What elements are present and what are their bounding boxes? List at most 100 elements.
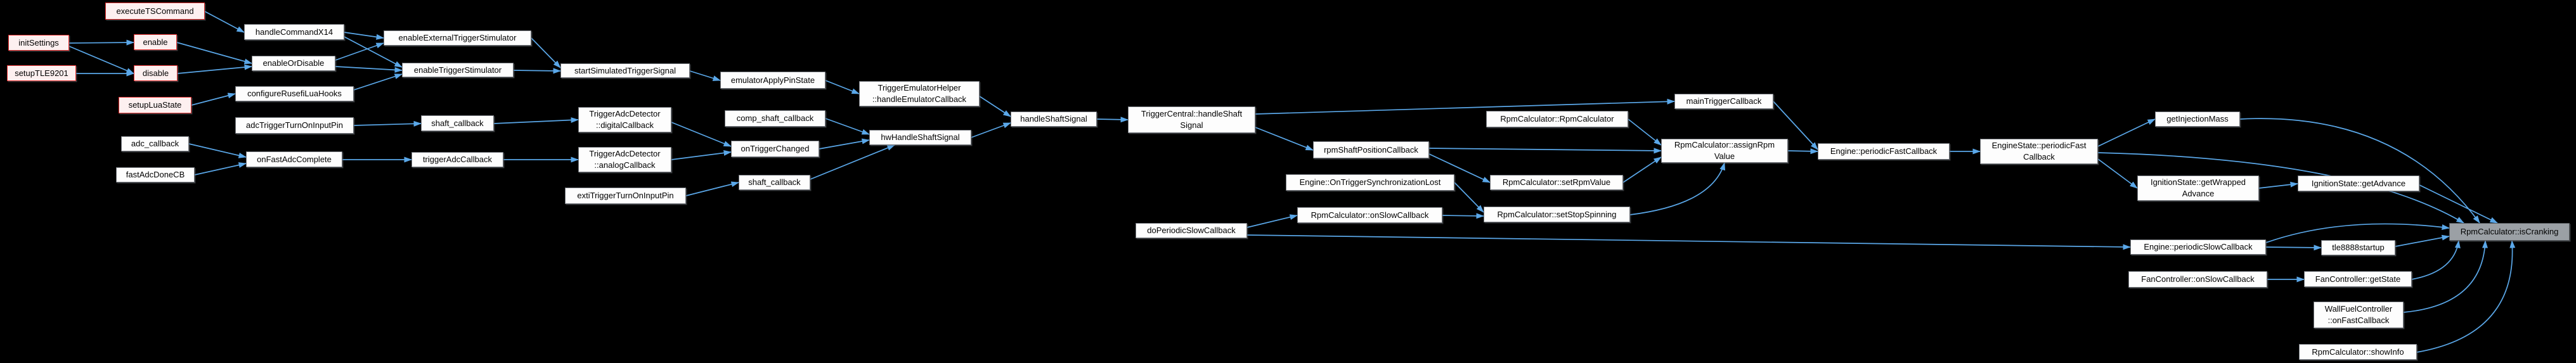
- node-startSimulatedTriggerSignal[interactable]: startSimulatedTriggerSignal: [560, 63, 690, 78]
- edge-fastAdcDoneCB-to-onFastAdcComplete: [194, 162, 247, 175]
- edge-enableExternalTriggerStimulator-to-startSimulatedTriggerSignal: [531, 37, 561, 68]
- node-enableTriggerStimulator[interactable]: enableTriggerStimulator: [402, 63, 514, 77]
- edge-WallFuelController_onFastCallback-to-RpmCalculator_isCranking: [2403, 240, 2488, 313]
- node-adc_callback[interactable]: adc_callback: [121, 136, 189, 151]
- edge-RpmCalculator_setRpmValue-to-RpmCalculator_assignRpmValue: [1622, 156, 1662, 183]
- node-enableExternalTriggerStimulator[interactable]: enableExternalTriggerStimulator: [384, 30, 531, 46]
- edge-FanController_getState-to-RpmCalculator_isCranking: [2411, 240, 2461, 280]
- node-RpmCalculator_onSlowCallback[interactable]: RpmCalculator::onSlowCallback: [1297, 207, 1442, 223]
- edge-adcTriggerTurnOnInputPin-to-shaft_callback_1: [353, 120, 422, 127]
- edge-mainTriggerCallback-to-Engine_periodicFastCallback: [1773, 101, 1818, 150]
- edge-handleCommandX14-to-enableExternalTriggerStimulator: [344, 32, 384, 40]
- edge-enable-to-enableOrDisable: [176, 42, 252, 65]
- edge-tle8888startup-to-RpmCalculator_isCranking: [2395, 234, 2450, 247]
- node-triggerAdcCallback[interactable]: triggerAdcCallback: [411, 152, 503, 167]
- node-RpmCalculator_showInfo[interactable]: RpmCalculator::showInfo: [2299, 344, 2417, 360]
- edge-hwHandleShaftSignal-to-handleShaftSignal: [971, 122, 1011, 138]
- node-IgnitionState_getAdvance[interactable]: IgnitionState::getAdvance: [2298, 175, 2419, 191]
- edge-EngineState_periodicFastCallback-to-getInjectionMass: [2097, 118, 2156, 147]
- node-emulatorApplyPinState[interactable]: emulatorApplyPinState: [720, 72, 825, 89]
- node-RpmCalculator_setStopSpinning[interactable]: RpmCalculator::setStopSpinning: [1484, 207, 1630, 222]
- edge-emulatorApplyPinState-to-TriggerEmulatorHelper_handleEmulatorCallback: [825, 80, 860, 94]
- edge-setupLuaState-to-configureRusefiLuaHooks: [191, 92, 236, 106]
- node-WallFuelController_onFastCallback[interactable]: WallFuelController ::onFastCallback: [2314, 302, 2404, 328]
- node-fastAdcDoneCB[interactable]: fastAdcDoneCB: [116, 167, 195, 182]
- node-disable[interactable]: disable: [134, 65, 178, 81]
- node-comp_shaft_callback[interactable]: comp_shaft_callback: [725, 110, 825, 127]
- node-TriggerEmulatorHelper_handleEmulatorCallback[interactable]: TriggerEmulatorHelper ::handleEmulatorCa…: [859, 81, 980, 106]
- node-setupTLE9201[interactable]: setupTLE9201: [7, 65, 76, 81]
- node-extiTriggerTurnOnInputPin[interactable]: extiTriggerTurnOnInputPin: [565, 188, 686, 204]
- edge-enableOrDisable-to-enableTriggerStimulator: [335, 66, 403, 73]
- edge-extiTriggerTurnOnInputPin-to-shaft_callback_2: [685, 181, 739, 196]
- edge-configureRusefiLuaHooks-to-enableTriggerStimulator: [353, 73, 403, 91]
- node-RpmCalculator_assignRpmValue[interactable]: RpmCalculator::assignRpm Value: [1661, 139, 1788, 163]
- edge-Engine_periodicSlowCallback-to-RpmCalculator_isCranking: [2265, 223, 2450, 243]
- edge-executeTSCommand-to-handleCommandX14: [204, 11, 245, 33]
- edge-rpmShaftPositionCallback-to-RpmCalculator_assignRpmValue: [1428, 148, 1662, 154]
- node-onFastAdcComplete[interactable]: onFastAdcComplete: [246, 151, 342, 167]
- edge-TriggerCentral_handleShaftSignal-to-mainTriggerCallback: [1255, 98, 1675, 115]
- edge-RpmCalculator_setStopSpinning-to-RpmCalculator_assignRpmValue: [1629, 162, 1726, 215]
- node-TriggerAdcDetector_digitalCallback[interactable]: TriggerAdcDetector ::digitalCallback: [578, 107, 671, 132]
- node-doPeriodicSlowCallback[interactable]: doPeriodicSlowCallback: [1136, 223, 1247, 238]
- node-onTriggerChanged[interactable]: onTriggerChanged: [731, 141, 819, 157]
- node-handleShaftSignal[interactable]: handleShaftSignal: [1011, 111, 1097, 127]
- node-shaft_callback_1[interactable]: shaft_callback: [421, 115, 494, 131]
- edge-handleShaftSignal-to-TriggerCentral_handleShaftSignal: [1096, 117, 1129, 123]
- edge-group: [68, 11, 2516, 353]
- edge-TriggerAdcDetector_digitalCallback-to-onTriggerChanged: [671, 122, 732, 147]
- node-setupLuaState[interactable]: setupLuaState: [119, 97, 191, 113]
- edge-shaft_callback_2-to-hwHandleShaftSignal: [810, 144, 895, 180]
- node-EngineState_periodicFastCallback[interactable]: EngineState::periodicFast Callback: [1980, 139, 2098, 164]
- node-Engine_periodicSlowCallback[interactable]: Engine::periodicSlowCallback: [2130, 239, 2266, 255]
- node-hwHandleShaftSignal[interactable]: hwHandleShaftSignal: [869, 130, 971, 145]
- node-mainTriggerCallback[interactable]: mainTriggerCallback: [1674, 94, 1773, 109]
- edge-TriggerAdcDetector_analogCallback-to-onTriggerChanged: [671, 150, 732, 160]
- edge-startSimulatedTriggerSignal-to-emulatorApplyPinState: [689, 70, 721, 81]
- edge-adc_callback-to-onFastAdcComplete: [188, 143, 247, 158]
- edge-EngineState_periodicFastCallback-to-IgnitionState_getWrappedAdvance: [2097, 158, 2138, 189]
- node-initSettings[interactable]: initSettings: [8, 35, 69, 51]
- node-handleCommandX14[interactable]: handleCommandX14: [244, 24, 344, 40]
- edge-IgnitionState_getWrappedAdvance-to-IgnitionState_getAdvance: [2258, 181, 2298, 189]
- edge-enableOrDisable-to-enableExternalTriggerStimulator: [335, 42, 384, 61]
- node-executeTSCommand[interactable]: executeTSCommand: [105, 3, 205, 20]
- node-RpmCalculator_setRpmValue[interactable]: RpmCalculator::setRpmValue: [1490, 175, 1623, 190]
- edge-RpmCalculator_onSlowCallback-to-RpmCalculator_setStopSpinning: [1442, 213, 1484, 219]
- edge-handleCommandX14-to-enableTriggerStimulator: [344, 36, 403, 68]
- edge-rpmShaftPositionCallback-to-RpmCalculator_setRpmValue: [1428, 153, 1491, 183]
- edge-EngineState_periodicFastCallback-to-RpmCalculator_isCranking: [2097, 152, 2464, 224]
- edge-doPeriodicSlowCallback-to-Engine_periodicSlowCallback: [1246, 234, 2131, 250]
- node-FanController_getState[interactable]: FanController::getState: [2304, 271, 2412, 287]
- node-FanController_onSlowCallback[interactable]: FanController::onSlowCallback: [2128, 271, 2267, 288]
- edge-RpmCalculator_showInfo-to-RpmCalculator_isCranking: [2416, 240, 2516, 353]
- node-Engine_periodicFastCallback[interactable]: Engine::periodicFastCallback: [1818, 143, 1950, 160]
- node-enableOrDisable[interactable]: enableOrDisable: [252, 56, 335, 71]
- edge-comp_shaft_callback-to-hwHandleShaftSignal: [825, 118, 870, 135]
- edge-initSettings-to-enable: [68, 39, 134, 46]
- node-adcTriggerTurnOnInputPin[interactable]: adcTriggerTurnOnInputPin: [235, 117, 354, 134]
- node-getInjectionMass[interactable]: getInjectionMass: [2155, 111, 2240, 127]
- node-Engine_OnTriggerSynchronizationLost[interactable]: Engine::OnTriggerSynchronizationLost: [1286, 174, 1454, 191]
- edge-enableTriggerStimulator-to-startSimulatedTriggerSignal: [513, 68, 561, 74]
- node-RpmCalculator_RpmCalculator[interactable]: RpmCalculator::RpmCalculator: [1486, 111, 1628, 127]
- edge-TriggerEmulatorHelper_handleEmulatorCallback-to-handleShaftSignal: [979, 96, 1011, 117]
- edge-TriggerCentral_handleShaftSignal-to-rpmShaftPositionCallback: [1255, 127, 1314, 151]
- node-TriggerCentral_handleShaftSignal[interactable]: TriggerCentral::handleShaft Signal: [1128, 106, 1255, 133]
- edge-initSettings-to-disable: [68, 46, 134, 74]
- edge-RpmCalculator_RpmCalculator-to-RpmCalculator_assignRpmValue: [1628, 118, 1662, 146]
- node-enable[interactable]: enable: [134, 34, 177, 50]
- node-tle8888startup[interactable]: tle8888startup: [2321, 240, 2395, 255]
- edge-onTriggerChanged-to-hwHandleShaftSignal: [819, 138, 870, 150]
- edge-Engine_periodicSlowCallback-to-tle8888startup: [2265, 245, 2322, 251]
- node-configureRusefiLuaHooks[interactable]: configureRusefiLuaHooks: [235, 86, 354, 101]
- node-rpmShaftPositionCallback[interactable]: rpmShaftPositionCallback: [1313, 141, 1429, 158]
- edge-Engine_OnTriggerSynchronizationLost-to-RpmCalculator_setStopSpinning: [1454, 182, 1484, 213]
- edge-doPeriodicSlowCallback-to-RpmCalculator_onSlowCallback: [1246, 214, 1298, 228]
- node-TriggerAdcDetector_analogCallback[interactable]: TriggerAdcDetector ::analogCallback: [578, 147, 671, 172]
- node-shaft_callback_2[interactable]: shaft_callback: [739, 175, 810, 190]
- node-IgnitionState_getWrappedAdvance[interactable]: IgnitionState::getWrapped Advance: [2137, 175, 2259, 201]
